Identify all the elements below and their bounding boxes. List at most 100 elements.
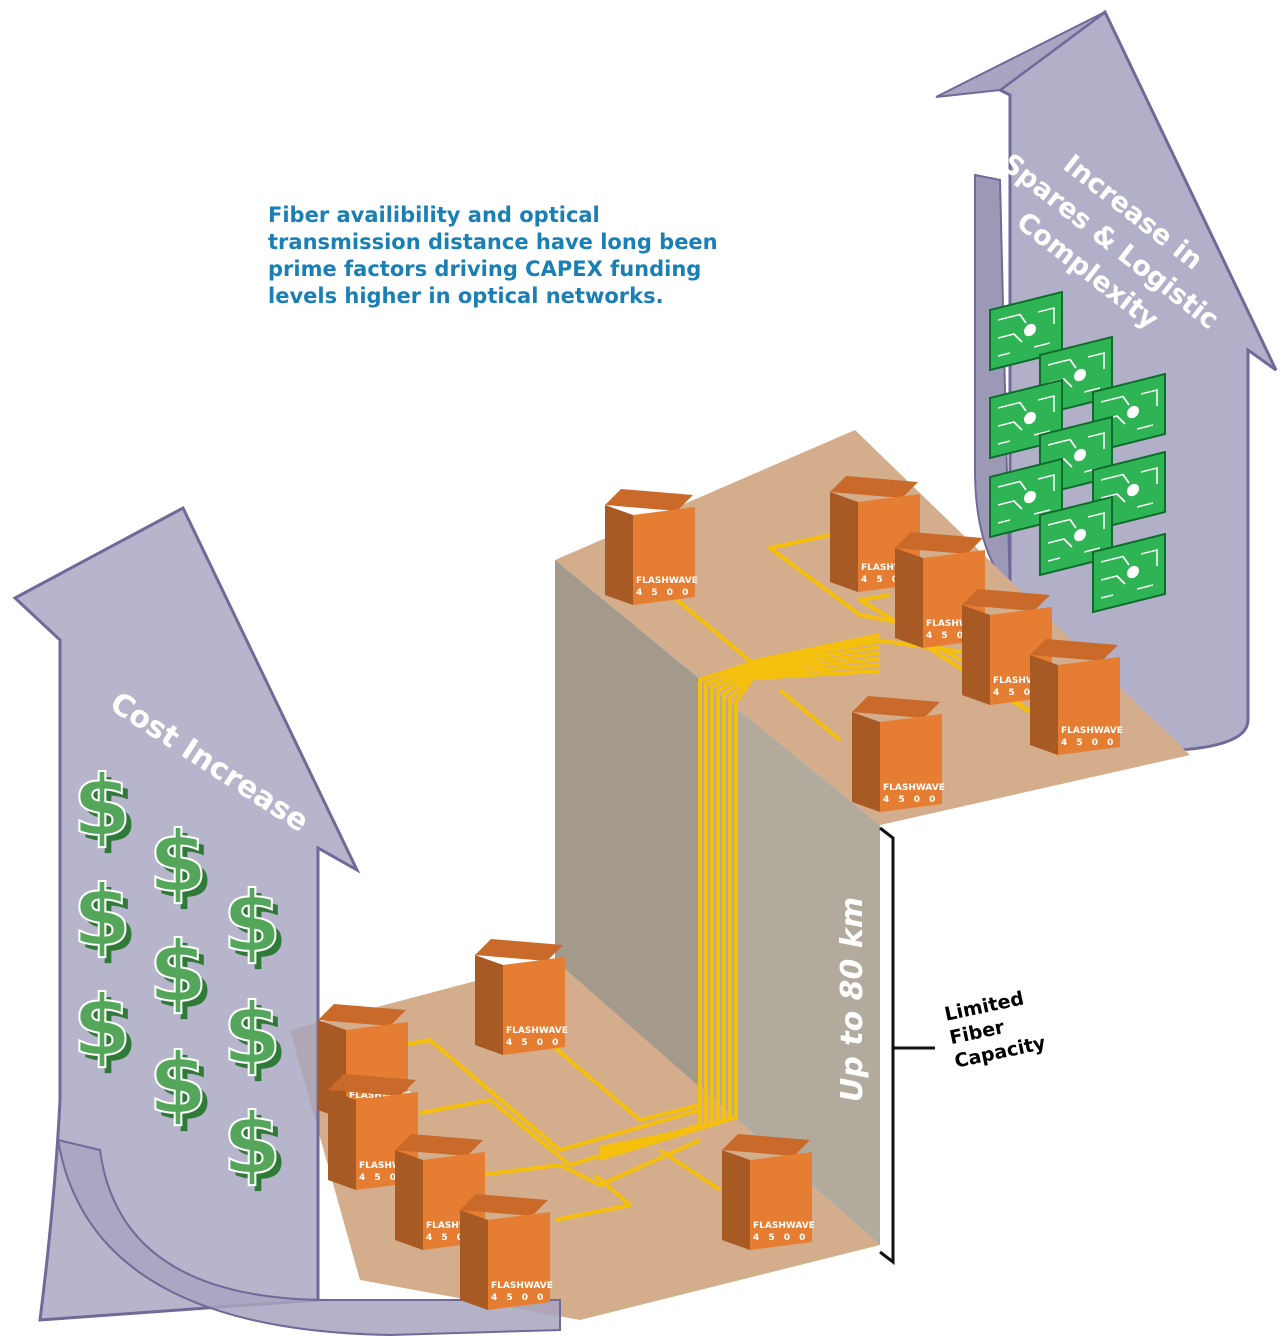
fiber-trunk bbox=[728, 673, 756, 1121]
fiber-path bbox=[778, 688, 842, 742]
device-model: 4 5 0 0 bbox=[753, 1233, 808, 1243]
dollar-shadow: $ bbox=[155, 1041, 213, 1139]
dollar-sign: $$ bbox=[222, 1094, 287, 1199]
fiber-trunk bbox=[710, 664, 759, 1127]
dollar-glyph: $ bbox=[149, 1035, 207, 1133]
dollar-glyph: $ bbox=[223, 985, 281, 1083]
flashwave-devices: FLASHWAVE 4 5 0 0 FLASHWAVE 4 5 0 0 FLASHWAV… bbox=[318, 476, 1123, 1310]
headline: Fiber availibility and optical transmiss… bbox=[268, 202, 768, 310]
board-traces bbox=[1101, 389, 1158, 439]
device-top-face bbox=[328, 1074, 416, 1096]
device-front-face bbox=[488, 1212, 550, 1310]
device-top-face bbox=[895, 532, 983, 554]
device-brand: FLASHWAVE bbox=[1061, 726, 1123, 736]
device-top-face bbox=[605, 489, 693, 511]
device-brand: FLASHWAVE bbox=[993, 676, 1055, 686]
device-top-face bbox=[318, 1004, 406, 1026]
fiber-trunk bbox=[754, 657, 881, 674]
board-chip bbox=[1074, 448, 1086, 462]
board-chip bbox=[1024, 323, 1036, 337]
flashwave-device: FLASHWAVE 4 5 0 0 bbox=[962, 589, 1055, 705]
device-model: 4 5 0 0 bbox=[636, 588, 691, 598]
dollar-sign: $$ bbox=[72, 976, 137, 1081]
board-chip bbox=[1074, 368, 1086, 382]
device-front-face bbox=[633, 507, 695, 605]
board-chip bbox=[1024, 490, 1036, 504]
device-model: 4 5 0 0 bbox=[359, 1173, 414, 1183]
board-traces bbox=[998, 307, 1055, 357]
fiber-trunk bbox=[722, 670, 757, 1123]
cost-arrow-base bbox=[56, 1138, 561, 1337]
board-chip bbox=[1127, 405, 1139, 419]
circuit-board bbox=[989, 290, 1063, 372]
device-model: 4 5 0 0 bbox=[491, 1293, 546, 1303]
fiber-path bbox=[554, 1173, 632, 1222]
dollar-glyph: $ bbox=[73, 977, 131, 1075]
fiber-trunk bbox=[759, 633, 881, 662]
device-side-face bbox=[1030, 655, 1058, 755]
device-brand: FLASHWAVE bbox=[861, 563, 923, 573]
circuit-boards bbox=[989, 290, 1166, 614]
dollar-shadow: $ bbox=[79, 983, 137, 1081]
board-traces bbox=[1048, 352, 1105, 402]
dollar-sign: $$ bbox=[72, 756, 137, 861]
dollar-glyph: $ bbox=[223, 1095, 281, 1193]
device-side-face bbox=[852, 712, 880, 812]
device-top-face bbox=[475, 939, 563, 961]
device-top-face bbox=[460, 1194, 548, 1216]
board-traces bbox=[1101, 467, 1158, 517]
device-side-face bbox=[605, 505, 633, 605]
dollar-shadow: $ bbox=[155, 819, 213, 917]
dollar-sign: $$ bbox=[222, 984, 287, 1089]
device-brand: FLASHWAVE bbox=[349, 1091, 411, 1101]
device-top-face bbox=[830, 476, 918, 498]
board-traces bbox=[1048, 512, 1105, 562]
device-brand: FLASHWAVE bbox=[491, 1281, 553, 1291]
device-top-face bbox=[852, 696, 940, 718]
device-model: 4 5 0 0 bbox=[926, 631, 981, 641]
dollar-sign: $$ bbox=[148, 922, 213, 1027]
device-model: 4 5 0 0 bbox=[861, 575, 916, 585]
device-front-face bbox=[1058, 657, 1120, 755]
dollar-sign: $$ bbox=[148, 1034, 213, 1139]
flashwave-device: FLASHWAVE 4 5 0 0 bbox=[460, 1194, 553, 1310]
capacity-label: Limited Fiber Capacity bbox=[943, 987, 1049, 1072]
flashwave-device: FLASHWAVE 4 5 0 0 bbox=[605, 489, 698, 605]
device-top-face bbox=[395, 1134, 483, 1156]
device-side-face bbox=[395, 1150, 423, 1250]
fiber-trunk bbox=[704, 661, 760, 1129]
dollar-signs: $$$$$$$$$$$$$$$$$$ bbox=[72, 756, 287, 1199]
device-side-face bbox=[460, 1210, 488, 1310]
dollar-shadow: $ bbox=[229, 879, 287, 977]
device-brand: FLASHWAVE bbox=[636, 576, 698, 586]
dollar-shadow: $ bbox=[229, 1101, 287, 1199]
device-front-face bbox=[750, 1152, 812, 1250]
fiber-trunk bbox=[756, 651, 881, 671]
device-top-face bbox=[962, 589, 1050, 611]
device-front-face bbox=[880, 714, 942, 812]
dollar-glyph: $ bbox=[149, 923, 207, 1021]
fiber-path bbox=[479, 1138, 701, 1187]
device-model: 4 5 0 0 bbox=[993, 688, 1048, 698]
fiber-bundle bbox=[349, 533, 1051, 1222]
board-chip bbox=[1127, 565, 1139, 579]
headline-line-2: transmission distance have long been bbox=[268, 230, 718, 254]
device-side-face bbox=[328, 1090, 356, 1190]
device-brand: FLASHWAVE bbox=[883, 783, 945, 793]
spares-arrow-head-left bbox=[935, 11, 1106, 98]
fiber-trunk bbox=[757, 645, 881, 668]
device-brand: FLASHWAVE bbox=[926, 619, 988, 629]
cliff-wall-shadow bbox=[555, 560, 700, 1100]
dollar-sign: $$ bbox=[72, 866, 137, 971]
span-distance-label: Up to 80 km bbox=[835, 897, 870, 1102]
headline-line-4: levels higher in optical networks. bbox=[268, 284, 664, 308]
dollar-sign: $$ bbox=[148, 812, 213, 917]
board-chip bbox=[1127, 483, 1139, 497]
board-chip bbox=[1074, 528, 1086, 542]
